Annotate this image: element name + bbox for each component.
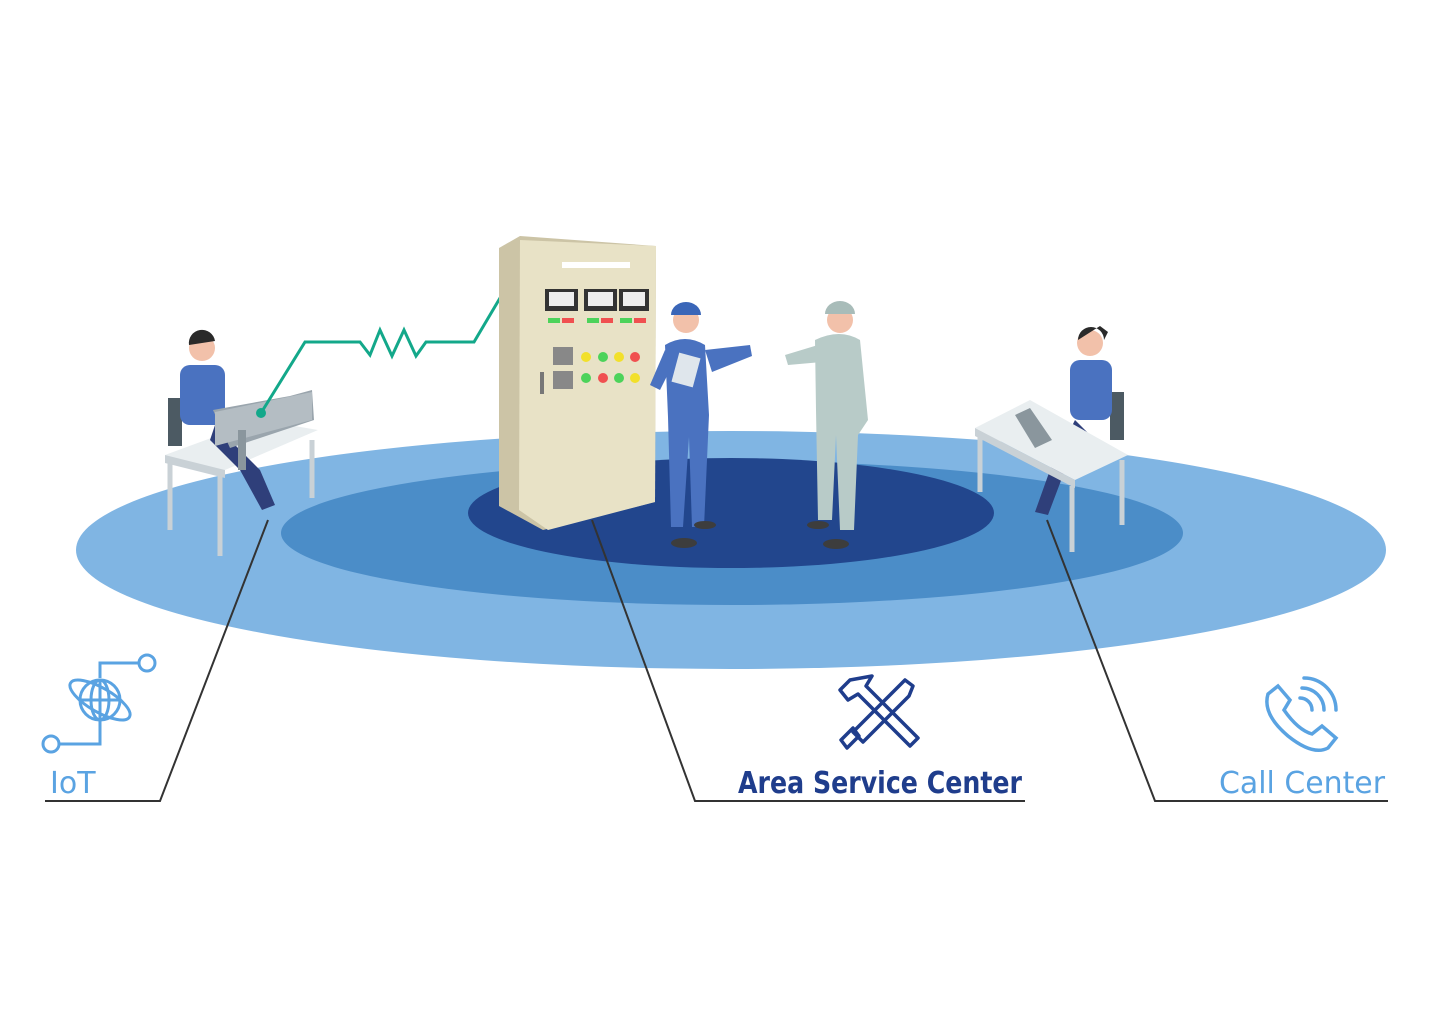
area-service-engineer [785,301,868,549]
iot-label: IoT [50,766,96,801]
call-center-label: Call Center [1219,766,1386,801]
signal-line [259,275,515,414]
leader-lines [45,519,1388,802]
call-center-operator [975,326,1128,552]
field-technician [650,302,752,548]
globe-network-icon [41,653,157,754]
phone-call-icon [1265,676,1339,752]
iot-operator [165,329,318,556]
wrench-screwdriver-icon [838,674,920,750]
area-service-center-label: Area Service Center [738,766,1022,801]
control-cabinet [499,236,656,530]
